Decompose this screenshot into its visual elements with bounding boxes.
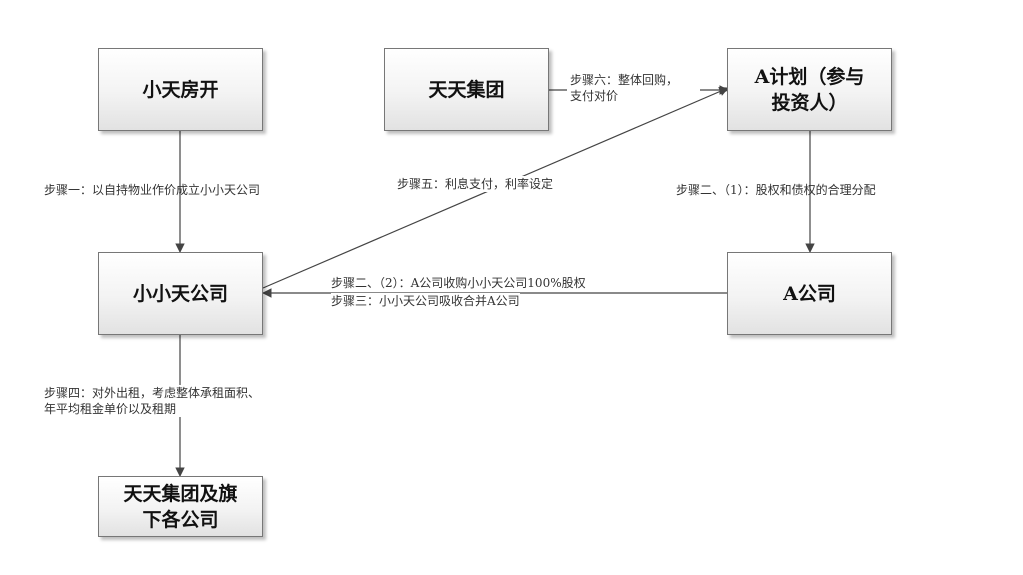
edge-label-line: 年平均租金单价以及租期 [44, 402, 177, 416]
node-label: 小小天公司 [132, 282, 228, 305]
node-a-plan: A计划（参与投资人） [727, 48, 892, 131]
node-a-company: A公司 [727, 252, 892, 335]
node-label: A计划（参与投资人） [754, 65, 865, 114]
node-label: A公司 [783, 282, 836, 305]
edge-label-step1: 步骤一：以自持物业作价成立小小天公司 [44, 183, 261, 197]
edge-label-step6: 步骤六：整体回购， 支付对价 [570, 72, 679, 104]
edge-label-line: 步骤六：整体回购， [570, 73, 679, 87]
node-label: 天天集团及旗下各公司 [123, 482, 238, 531]
node-label: 天天集团 [428, 78, 505, 101]
edge-label-step2-1: 步骤二、（1）：股权和债权的合理分配 [676, 183, 876, 197]
edge-label-line: 步骤四：对外出租，考虑整体承租面积、 [44, 386, 261, 400]
edge-label-line: 支付对价 [570, 89, 619, 103]
edge-label-step5: 步骤五：利息支付，利率设定 [397, 176, 554, 192]
node-xiaoxiaotian-company: 小小天公司 [98, 252, 263, 335]
edge-label-step2-2: 步骤二、（2）：A公司收购小小天公司100%股权 [331, 275, 586, 291]
node-xiaotian-fangkai: 小天房开 [98, 48, 263, 131]
node-label: 小天房开 [142, 78, 219, 101]
node-tiantian-group: 天天集团 [384, 48, 549, 131]
edge-label-step3: 步骤三：小小天公司吸收合并A公司 [331, 293, 520, 309]
edge-label-step4: 步骤四：对外出租，考虑整体承租面积、 年平均租金单价以及租期 [44, 385, 261, 417]
node-tiantian-subsidiaries: 天天集团及旗下各公司 [98, 476, 263, 537]
